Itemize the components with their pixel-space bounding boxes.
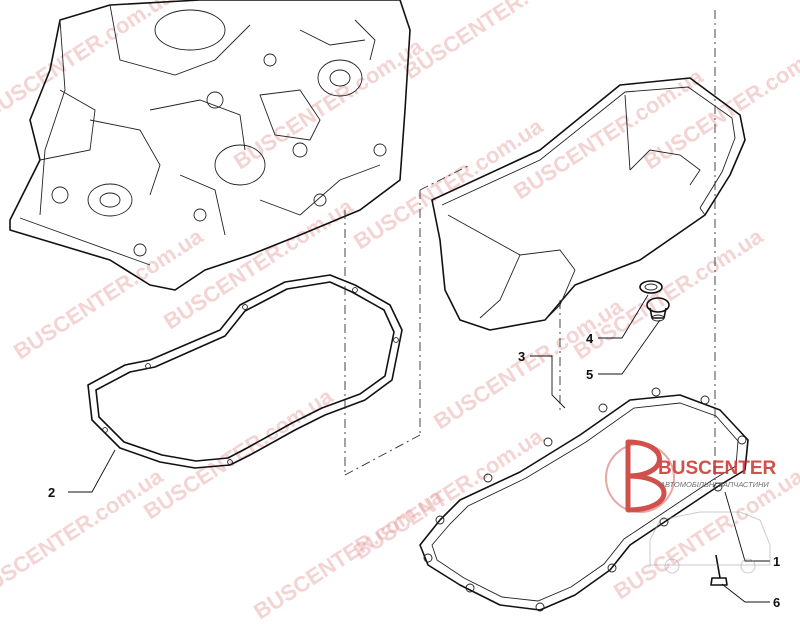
watermark-text: BUSCENTER.com.ua [349,423,548,564]
lower-pan-part-1 [419,387,749,612]
engine-block-illustration [9,0,411,291]
watermark-text: BUSCENTER.com.ua [0,0,178,124]
watermark-text: BUSCENTER.com.ua [159,193,358,334]
watermark-text: BUSCENTER.com.ua [229,33,428,174]
watermark-text: BUSCENTER.com.ua [9,223,208,364]
watermark-text: BUSCENTER.com.ua [399,0,598,84]
logo-name: BUSCENTER [658,458,777,479]
callout-4: 4 [586,331,594,346]
callout-2: 2 [48,485,55,500]
callout-6: 6 [773,595,780,610]
projection-lines [344,10,716,480]
buscenter-logo: BUSCENTER АВТОМОБІЛЬНІ ЗАПЧАСТИНИ [605,439,777,574]
drain-plug-part-5 [646,297,670,322]
van-icon [649,511,771,566]
washer-part-4 [639,280,663,294]
watermark-text: BUSCENTER.com.ua [569,223,768,364]
callout-3: 3 [518,349,525,364]
watermark-text: BUSCENTER.com.ua [139,383,338,524]
logo-tagline: АВТОМОБІЛЬНІ ЗАПЧАСТИНИ [659,480,769,489]
callout-1: 1 [773,554,780,569]
bolt-part-6 [710,554,728,586]
oil-sump-part-3 [431,77,746,331]
callouts: 2 3 4 5 1 6 [48,331,780,610]
gasket-part-2 [87,274,403,469]
logo-ring-icon [605,443,675,513]
leader-lines [68,294,770,603]
watermark-text: BUSCENTER.com.ua [429,293,628,434]
logo-mark-icon [625,439,667,513]
callout-5: 5 [586,367,593,382]
watermark-text: BUSCENTER.com.ua [0,463,168,604]
